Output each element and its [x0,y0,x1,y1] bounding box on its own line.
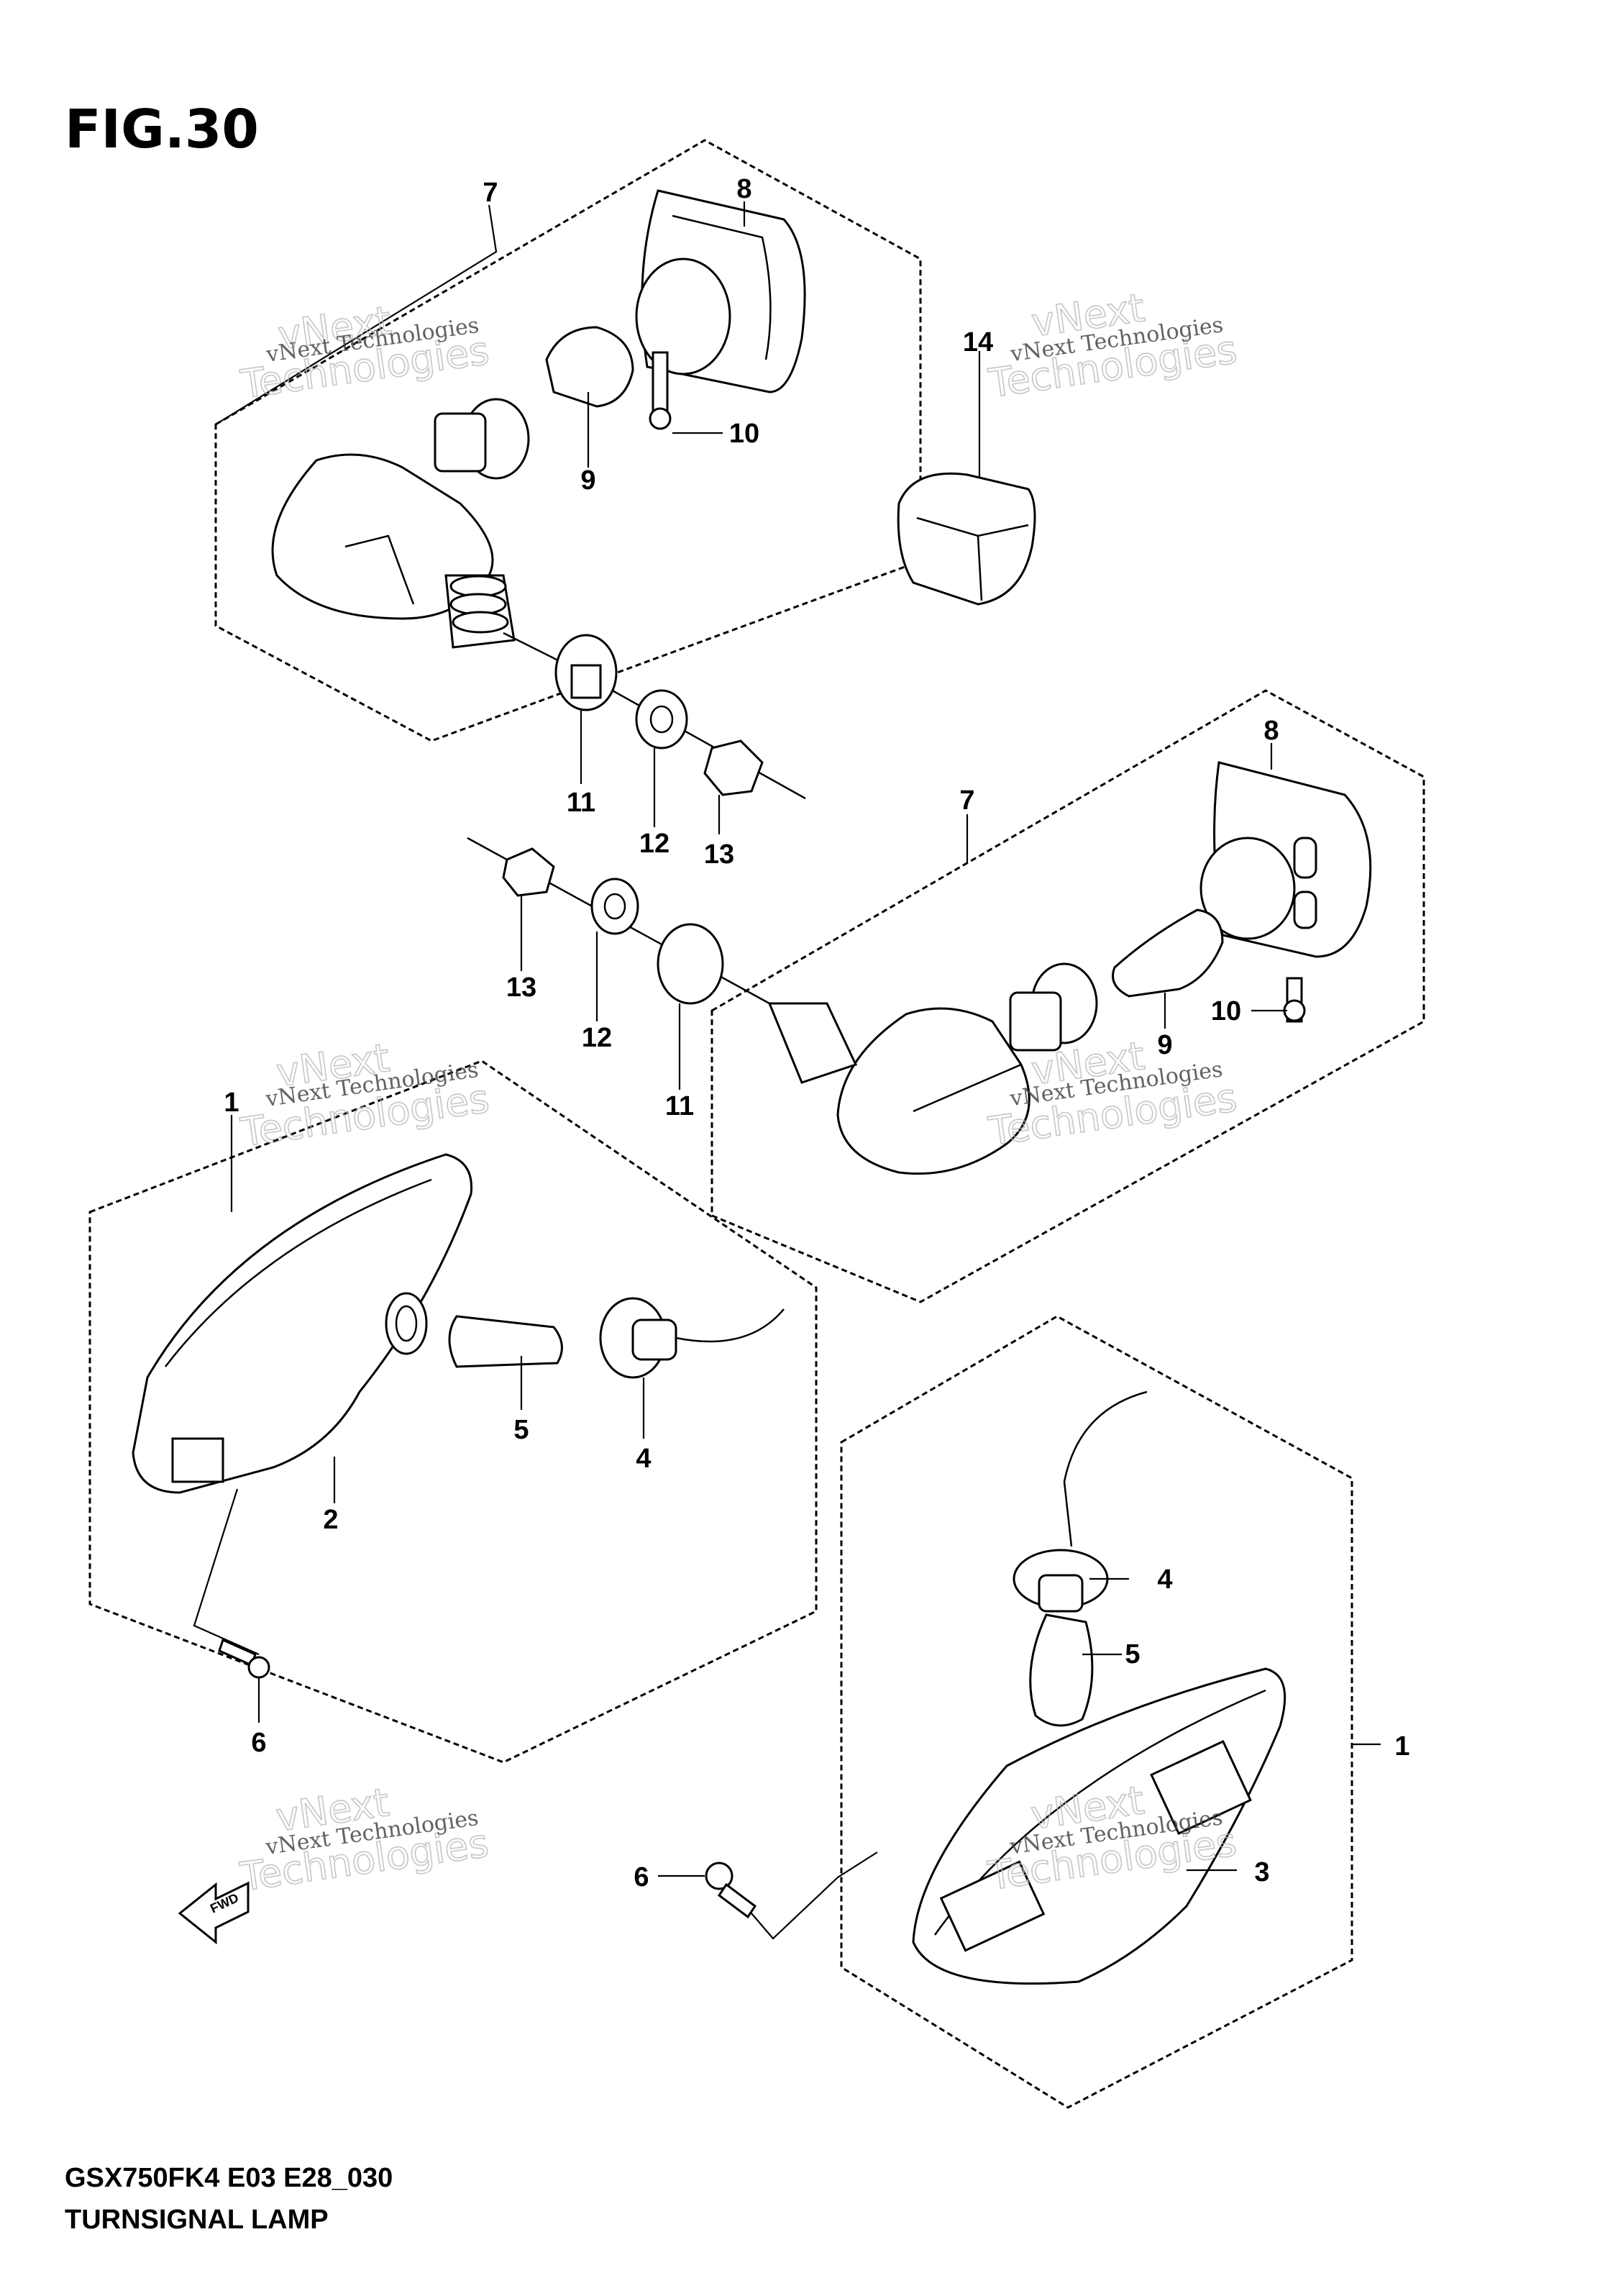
watermark-5: vNext Technologies vNext Technologies [237,1779,492,1900]
lens-part-2 [132,1153,473,1494]
bulb-part-5 [1029,1613,1094,1727]
callout-9-middle: 9 [1157,1030,1172,1060]
assembly-middle-right-boundary [710,689,1425,1303]
lamp-body [836,1007,1030,1175]
bulb-part-9 [545,326,634,408]
assembly-middle-right [467,689,1425,1303]
callout-4-right: 4 [1157,1564,1172,1595]
callout-5-right: 5 [1125,1639,1140,1669]
callout-13-upper: 13 [704,839,734,870]
diagram-code: GSX750FK4 E03 E28_030 [65,2163,393,2193]
lens-reflector-grid [1150,1739,1252,1836]
bulb-part-5 [448,1315,563,1368]
callout-9-upper: 9 [580,465,595,496]
cap-part-14 [897,472,1036,606]
grommet-part-11 [657,923,724,1005]
assembly-lower-right-boundary [840,1315,1353,2109]
screw-part-10 [652,351,669,415]
callout-8-upper: 8 [736,174,751,204]
callout-12-middle: 12 [582,1023,612,1053]
callout-10-middle: 10 [1211,996,1241,1026]
assembly-lower-right [658,1315,1381,2109]
lens-bulb-socket [1199,837,1296,940]
washer-part-12 [590,878,639,935]
fwd-arrow-icon [178,1881,250,1945]
callout-3: 3 [1254,1857,1269,1887]
callout-4-left: 4 [636,1444,651,1474]
callout-7-upper: 7 [483,178,498,208]
callout-8-middle: 8 [1263,716,1279,746]
callouts: 7 8 9 10 14 11 12 13 8 7 9 10 13 12 11 1… [224,174,1409,1892]
watermark-1: vNext Technologies vNext Technologies [237,297,493,408]
callout-6-left: 6 [251,1728,266,1758]
forward-arrow: FWD [178,1881,250,1945]
washer-part-12 [635,689,688,750]
callout-10-upper: 10 [729,419,759,449]
socket-wire [675,1308,785,1343]
nut-part-13 [502,847,555,897]
socket-wire [1063,1390,1148,1547]
diagram-name: TURNSIGNAL LAMP [65,2205,329,2235]
socket [1009,991,1062,1052]
assembly-lower-left [88,1060,818,1764]
lens-bulb-socket [635,258,731,375]
assembly-lower-left-boundary [88,1060,818,1764]
callout-7-middle: 7 [959,785,974,816]
callout-2: 2 [323,1505,338,1535]
callout-1-left: 1 [224,1088,239,1118]
callout-5-left: 5 [513,1415,529,1445]
watermark-3: vNext Technologies vNext Technologies [237,1034,493,1156]
screw-part-6 [705,1862,733,1890]
callout-11-upper: 11 [567,788,595,818]
callout-6-right: 6 [634,1862,649,1892]
callout-12-upper: 12 [639,829,669,859]
watermark-2: vNext Technologies vNext Technologies [985,284,1240,406]
socket [434,412,487,473]
callout-13-middle: 13 [506,972,536,1003]
nut-part-13 [703,739,764,796]
assembly-upper-left [214,139,922,834]
lamp-stem [767,1002,858,1084]
callout-14: 14 [963,327,993,357]
callout-1-right: 1 [1394,1731,1409,1762]
part-14 [897,351,1036,606]
bulb-part-9 [1112,908,1224,998]
callout-11-middle: 11 [665,1091,694,1121]
figure-title: FIG.30 [65,99,259,160]
